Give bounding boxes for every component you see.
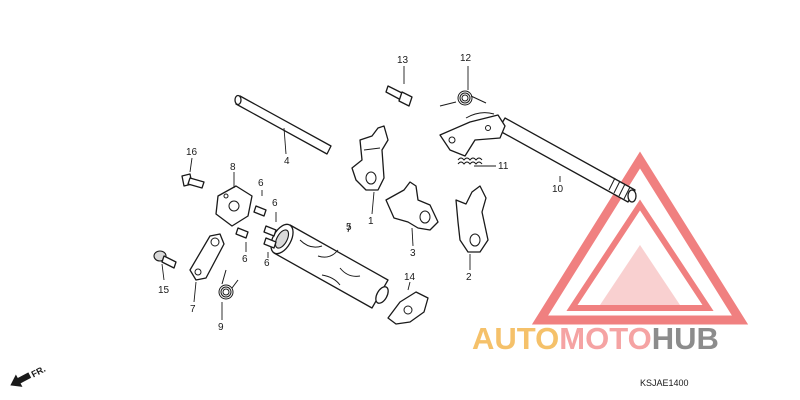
part-1-shift-fork xyxy=(351,125,389,191)
callout-15: 15 xyxy=(158,285,170,296)
callout-6b: 6 xyxy=(272,198,278,209)
part-6-dowel-pins xyxy=(235,205,277,249)
part-4-shift-fork-shaft xyxy=(234,94,332,155)
callout-7: 7 xyxy=(190,304,196,315)
callout-14: 14 xyxy=(404,272,416,283)
watermark-logo: AUTOMOTOHUB xyxy=(472,321,719,356)
watermark-triangle xyxy=(531,151,749,325)
part-12-return-spring xyxy=(439,90,487,107)
direction-label: FR. xyxy=(30,364,47,380)
callout-3: 3 xyxy=(410,248,416,259)
part-7-stopper-arm xyxy=(189,233,225,281)
part-13-bolt xyxy=(385,85,413,107)
watermark-hub: HUB xyxy=(652,321,719,356)
part-5-shift-drum xyxy=(270,223,389,309)
part-15-bolt xyxy=(153,250,177,269)
callout-2: 2 xyxy=(466,272,472,283)
part-14-stopper-plate xyxy=(387,291,429,325)
callout-11: 11 xyxy=(498,161,509,172)
diagram-code: KSJAE1400 xyxy=(640,378,689,388)
part-2-shift-fork xyxy=(455,185,489,253)
callout-1: 1 xyxy=(368,216,374,227)
svg-text:AUTOMOTOHUB: AUTOMOTOHUB xyxy=(472,321,719,356)
part-8-guide-plate xyxy=(215,185,253,227)
callout-16: 16 xyxy=(186,147,198,158)
callout-12: 12 xyxy=(460,53,472,64)
direction-arrow-icon xyxy=(10,372,32,387)
callout-13: 13 xyxy=(397,55,409,66)
watermark-moto: MOTO xyxy=(559,321,651,356)
leader-lines xyxy=(161,66,561,320)
callout-5: 5 xyxy=(346,222,352,233)
part-10-gearshift-spindle xyxy=(497,117,637,203)
part-9-stopper-spring xyxy=(218,269,239,300)
callout-6c: 6 xyxy=(242,254,248,265)
callout-6a: 6 xyxy=(258,178,264,189)
front-direction-indicator: FR. xyxy=(10,364,47,387)
part-3-shift-fork xyxy=(385,181,439,231)
part-arm-assembly xyxy=(439,112,506,157)
watermark-auto: AUTO xyxy=(472,321,559,356)
part-11-spring xyxy=(457,157,483,165)
callout-6d: 6 xyxy=(264,258,270,269)
callout-8: 8 xyxy=(230,162,236,173)
callout-10: 10 xyxy=(552,184,564,195)
part-16-bolt xyxy=(181,173,205,189)
callout-9: 9 xyxy=(218,322,224,333)
callout-4: 4 xyxy=(284,156,290,167)
